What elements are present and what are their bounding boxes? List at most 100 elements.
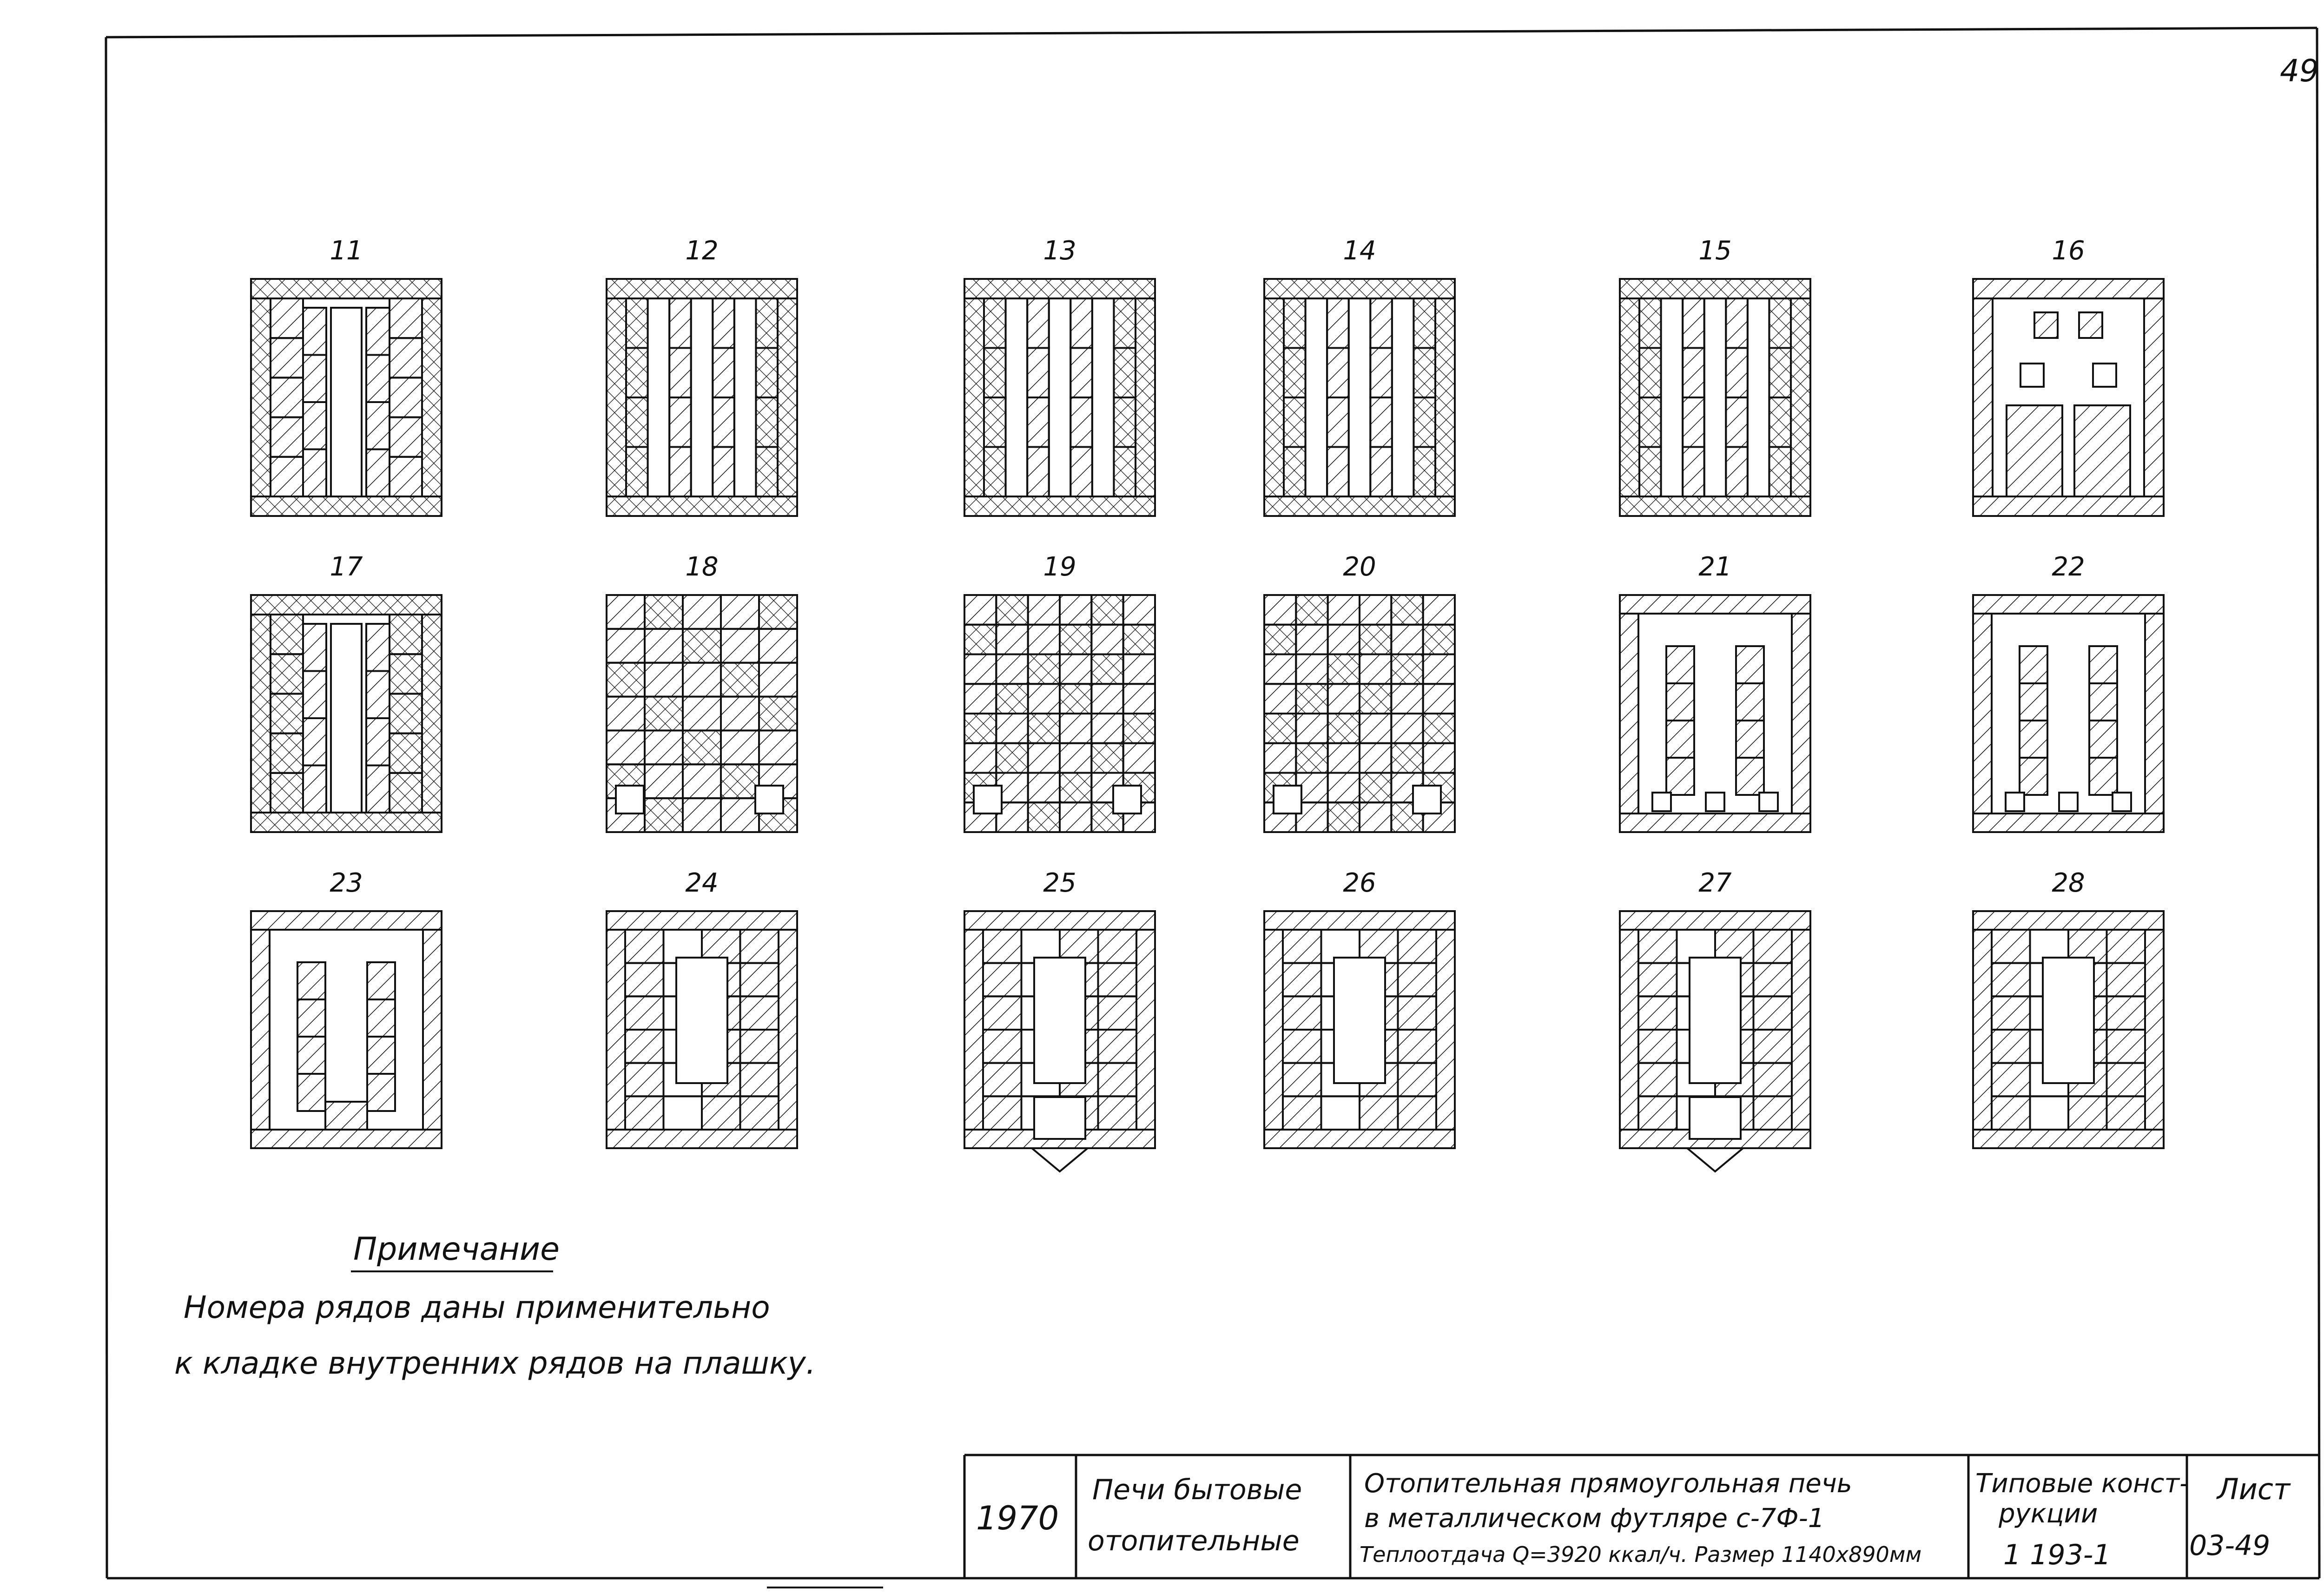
brick	[1413, 397, 1436, 448]
left-course	[606, 298, 627, 497]
brick	[365, 670, 390, 719]
row-number-label: 25	[1043, 868, 1076, 898]
brick	[1359, 653, 1393, 685]
brick	[389, 377, 423, 418]
brick	[2106, 995, 2146, 1031]
left-course	[250, 614, 271, 814]
brick	[365, 307, 390, 356]
brick	[682, 729, 722, 766]
firebox-opening	[2042, 957, 2095, 1084]
brick	[389, 416, 423, 458]
left-course	[964, 929, 984, 1131]
right-course	[1435, 929, 1456, 1131]
row-number-label: 15	[1698, 236, 1731, 266]
bottom-course	[1263, 1129, 1456, 1149]
brick	[973, 785, 1003, 814]
brick	[389, 337, 423, 379]
flue-channel	[690, 298, 714, 497]
brick	[1282, 1095, 1322, 1131]
brick	[1097, 1095, 1137, 1131]
brick	[1326, 347, 1350, 398]
title-sheet-label: Лист	[2216, 1472, 2291, 1506]
brick	[1283, 397, 1307, 448]
brick	[615, 785, 645, 814]
row-number-label: 28	[2052, 868, 2085, 898]
brick	[1027, 653, 1061, 685]
brick	[324, 1101, 368, 1131]
brick	[1422, 713, 1456, 744]
door-frame	[1029, 1147, 1090, 1173]
brick	[270, 732, 304, 774]
left-course	[1972, 613, 1993, 814]
brick	[1682, 397, 1705, 448]
brick	[1638, 298, 1662, 349]
brick	[270, 377, 304, 418]
brick	[2106, 929, 2146, 964]
brick	[1282, 962, 1322, 998]
flue-channel	[1347, 298, 1372, 497]
brick	[682, 661, 722, 698]
brick	[2020, 363, 2045, 388]
brick	[1359, 1095, 1399, 1131]
brick	[2092, 363, 2117, 388]
brick	[625, 397, 649, 448]
left-course	[1972, 298, 1994, 497]
brick	[1359, 683, 1393, 714]
brick	[739, 929, 779, 964]
brick	[1027, 683, 1061, 714]
right-course	[1136, 929, 1156, 1131]
brick	[1283, 347, 1307, 398]
brick	[1665, 720, 1695, 759]
brick	[624, 962, 665, 998]
brick	[1070, 298, 1093, 349]
brick	[1273, 785, 1302, 814]
brick	[2073, 404, 2131, 497]
top-course	[250, 278, 442, 299]
brick	[270, 416, 304, 458]
row-number-label: 11	[330, 236, 363, 266]
brick	[2019, 757, 2048, 796]
row-number-label: 20	[1343, 552, 1376, 582]
brick	[1059, 623, 1093, 655]
left-course	[1619, 613, 1639, 814]
flue-channel	[1004, 298, 1029, 497]
brick	[1097, 962, 1137, 998]
left-course	[1972, 929, 1993, 1131]
top-course	[250, 594, 442, 615]
brick	[1390, 594, 1424, 626]
brick	[1026, 397, 1050, 448]
brick	[1359, 742, 1393, 774]
brick	[995, 623, 1029, 655]
brick	[1637, 929, 1678, 964]
brick	[1413, 347, 1436, 398]
title-description-3: Теплоотдача Q=3920 ккал/ч. Размер 1140х8…	[1360, 1542, 1921, 1567]
brick	[1059, 772, 1093, 804]
top-course	[1263, 278, 1456, 299]
brick	[1283, 446, 1307, 497]
brick	[297, 1036, 326, 1075]
brick	[1059, 742, 1093, 774]
brick	[389, 653, 423, 695]
masonry-row-19: 19	[964, 552, 1156, 833]
brick	[995, 713, 1029, 744]
masonry-row-21: 21	[1619, 552, 1811, 833]
cleanout	[2005, 792, 2025, 812]
brick	[365, 764, 390, 814]
brick	[297, 999, 326, 1038]
brick	[720, 763, 760, 800]
brick	[2106, 1062, 2146, 1098]
brick	[366, 1073, 396, 1112]
brick	[1327, 742, 1361, 774]
brick	[302, 401, 327, 450]
sheet-frame	[105, 26, 2321, 1580]
brick	[1283, 298, 1307, 349]
brick	[1327, 772, 1361, 804]
brick	[270, 298, 304, 339]
brick	[2019, 720, 2048, 759]
brick	[983, 298, 1007, 349]
brick	[1027, 713, 1061, 744]
brick	[1113, 397, 1136, 448]
brick	[1359, 801, 1393, 833]
note-line-2: к кладке внутренних рядов на плашку.	[174, 1345, 816, 1381]
